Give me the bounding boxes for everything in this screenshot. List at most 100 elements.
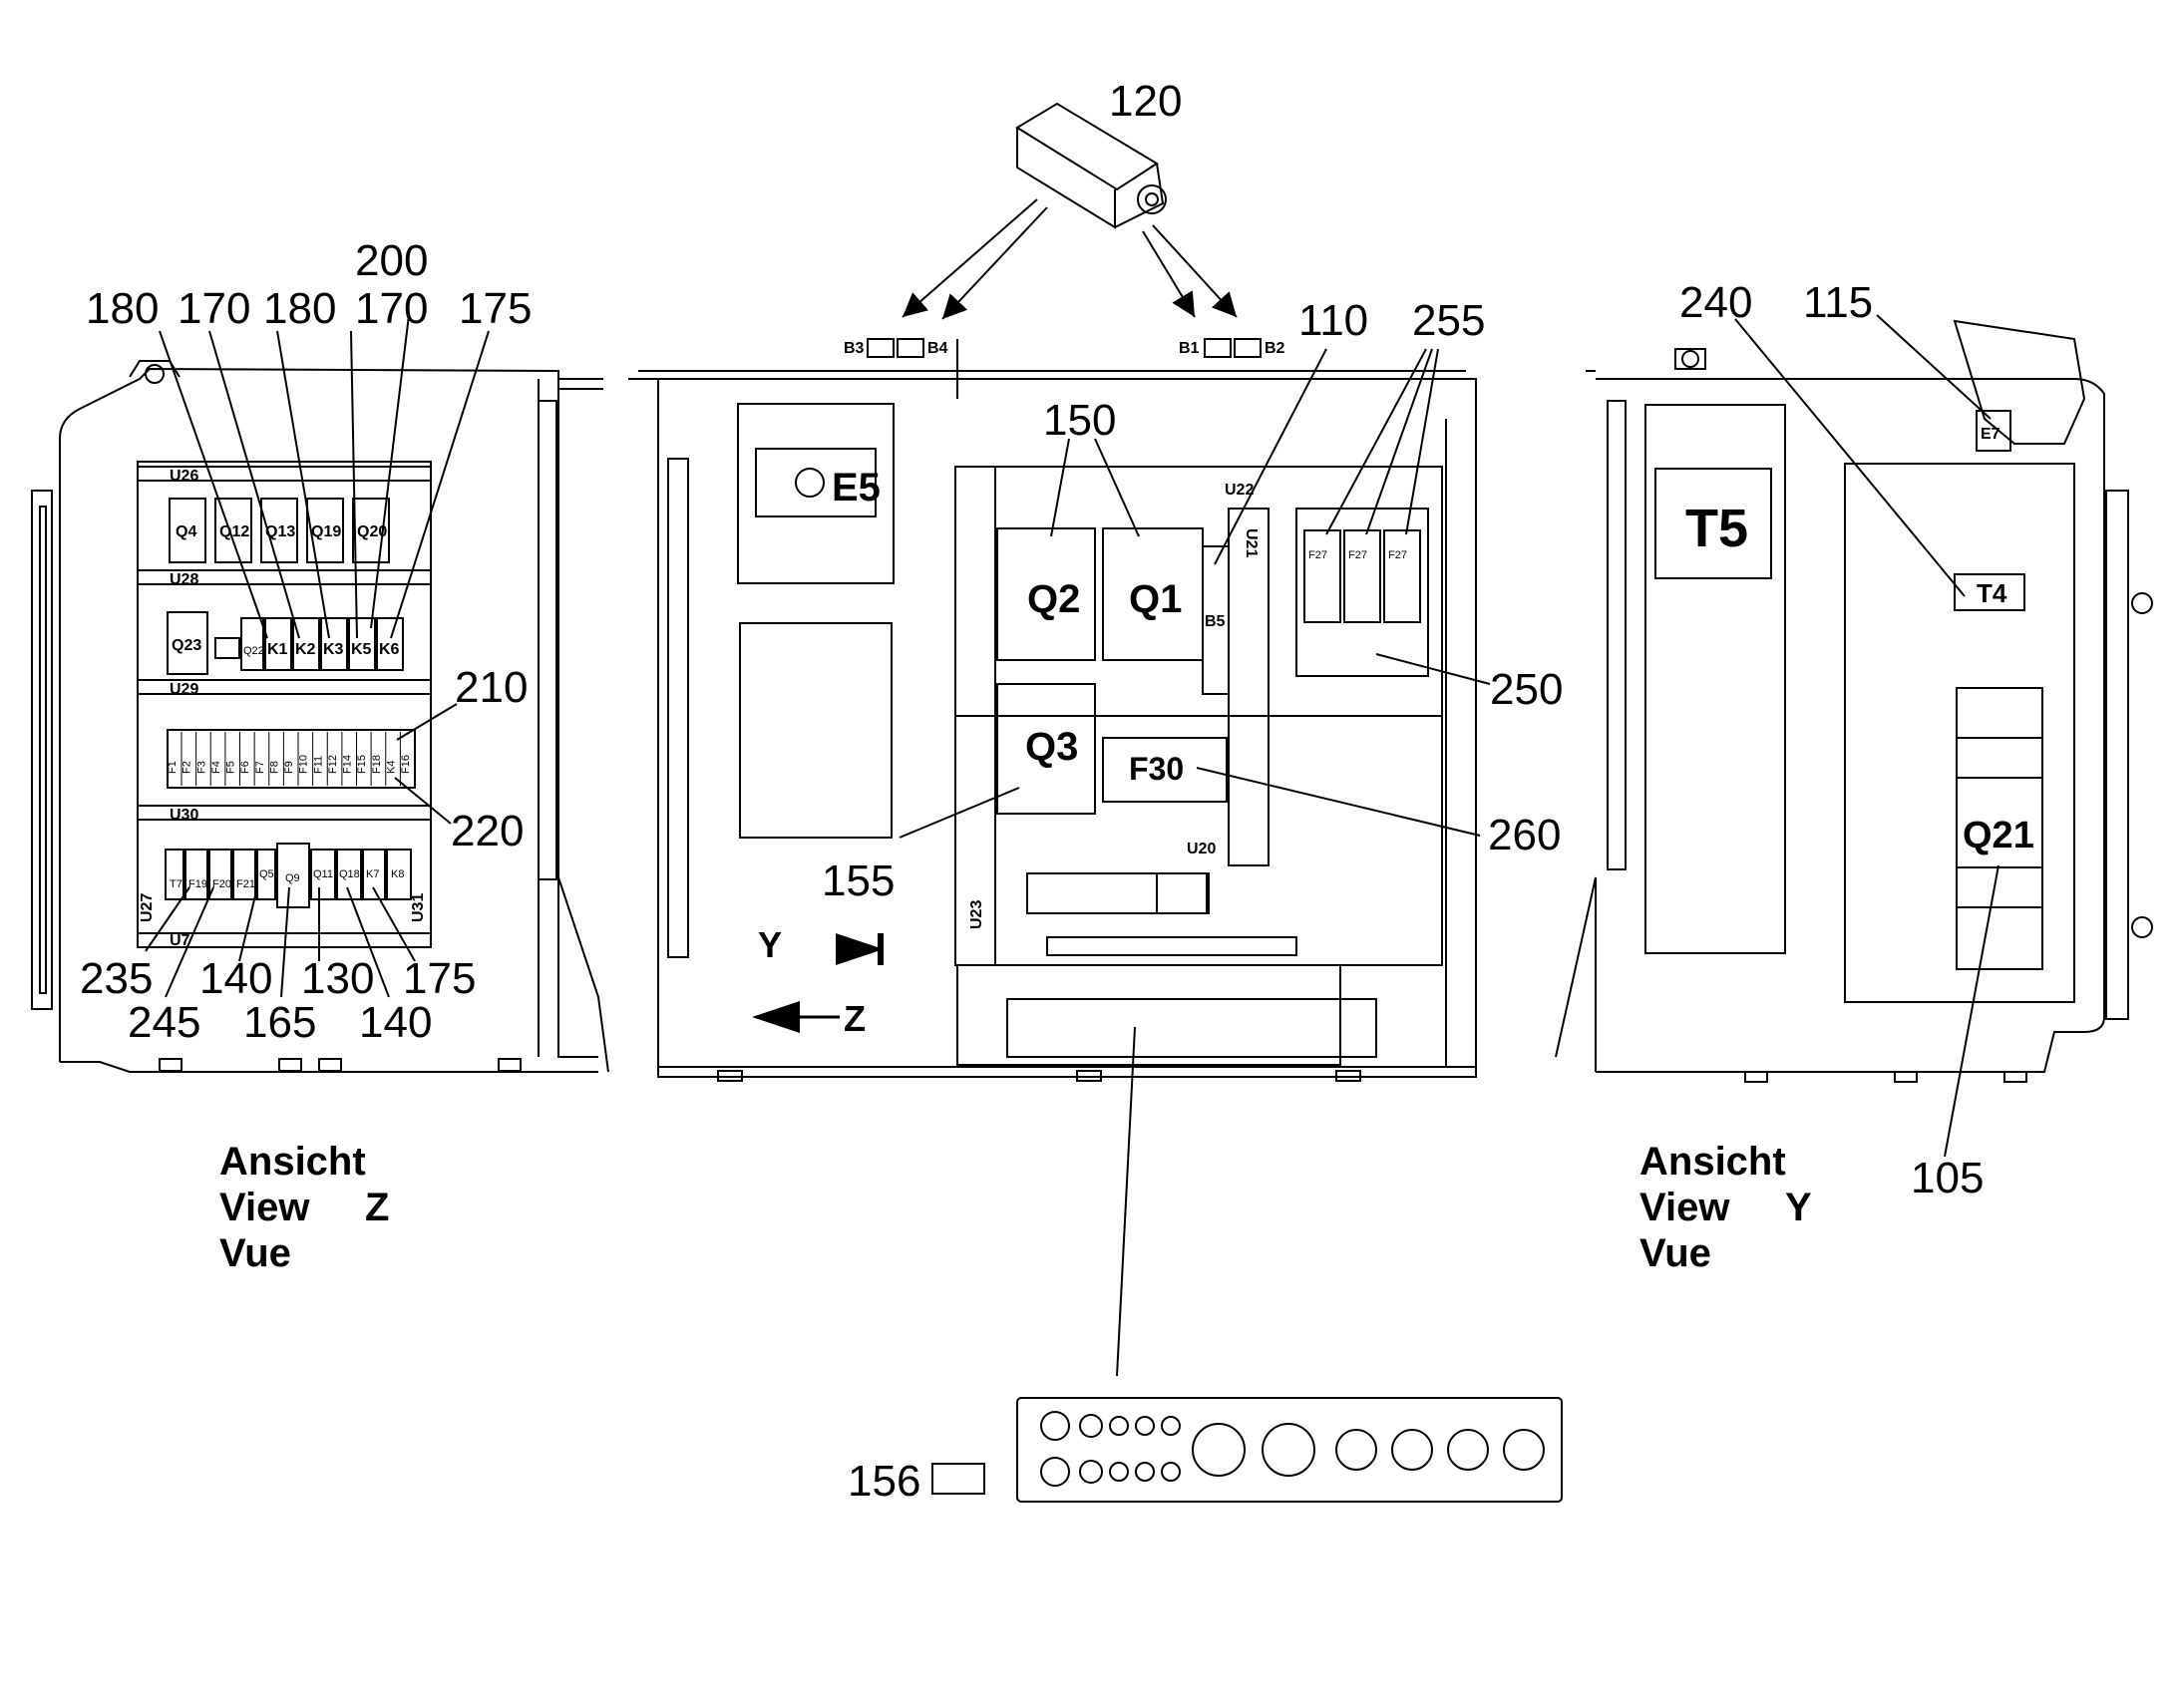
f30-label: F30 <box>1129 751 1184 787</box>
callout-210: 210 <box>455 663 528 712</box>
e7-label: E7 <box>1981 426 2000 443</box>
fuse-label: F12 <box>327 755 339 774</box>
view-caption-line: Ansicht <box>1639 1140 1786 1184</box>
fuse-label: F27 <box>1348 549 1367 561</box>
q2-label: Q2 <box>1027 577 1080 621</box>
module-label: Q11 <box>313 868 333 880</box>
module-label: F20 <box>212 878 231 890</box>
fuse-label: F7 <box>254 761 266 774</box>
leader-lines <box>145 198 1999 1377</box>
view-caption-line: View <box>1639 1186 1730 1229</box>
module-label: F21 <box>236 878 255 890</box>
callout-165: 165 <box>243 998 316 1047</box>
callout-180: 180 <box>263 284 336 333</box>
fuse-label: F4 <box>210 761 222 774</box>
fuse-label: F11 <box>312 756 324 774</box>
module-label: F19 <box>188 878 207 890</box>
view-caption-left: Ansicht View Vue Z <box>219 1140 389 1275</box>
fuse-label: F27 <box>1388 549 1407 561</box>
rail-label: U28 <box>170 571 198 588</box>
q21-label: Q21 <box>1963 815 2034 856</box>
module-label: K5 <box>351 641 372 658</box>
callout-170: 170 <box>355 284 428 333</box>
rail-label: U7 <box>170 932 190 949</box>
fuse-label: F27 <box>1308 549 1327 561</box>
callout-220: 220 <box>451 807 524 855</box>
module-label: K1 <box>267 641 288 658</box>
fuse-label: F18 <box>371 755 383 774</box>
callout-250: 250 <box>1490 665 1563 714</box>
fuse-label: F14 <box>342 755 354 774</box>
fuse-label: F15 <box>356 755 368 774</box>
rail-label: U20 <box>1187 841 1216 857</box>
module-label: Q20 <box>357 523 387 540</box>
callout-175: 175 <box>403 954 476 1003</box>
fuse-label: F5 <box>225 761 237 774</box>
callout-120: 120 <box>1109 77 1182 126</box>
q1-label: Q1 <box>1129 577 1182 621</box>
module-label: K6 <box>379 641 400 658</box>
callout-130: 130 <box>301 954 374 1003</box>
callout-245: 245 <box>128 998 200 1047</box>
left-panel-labels: U26 U28 U29 U30 U27 U7 U31 Q4 Q12 Q13 Q1… <box>139 468 427 949</box>
arrow-z-label: Z <box>844 998 866 1039</box>
rail-label: U29 <box>170 681 198 698</box>
sensor-label: B1 <box>1179 340 1200 357</box>
right-cabinet <box>1555 319 2153 1083</box>
callout-105: 105 <box>1911 1154 1984 1202</box>
module-label: Q19 <box>311 523 341 540</box>
rail-label: U26 <box>170 468 198 485</box>
module-label: Q18 <box>339 868 360 880</box>
fuse-label: K4 <box>385 761 397 774</box>
view-arrows <box>752 933 884 1033</box>
fuse-label: F8 <box>268 761 280 774</box>
module-label: Q4 <box>176 523 196 540</box>
module-label: Q13 <box>265 523 295 540</box>
fuse-label: F6 <box>239 761 251 774</box>
rail-label: U30 <box>170 807 198 824</box>
view-letter: Y <box>1785 1186 1812 1229</box>
sensor-label: B3 <box>844 340 865 357</box>
t5-label: T5 <box>1685 499 1748 558</box>
fuse-label: F16 <box>400 755 412 774</box>
callout-156: 156 <box>848 1457 920 1506</box>
view-caption-line: Vue <box>219 1231 291 1275</box>
callout-110: 110 <box>1298 296 1368 345</box>
view-caption-line: Ansicht <box>219 1140 366 1184</box>
module-label: K3 <box>323 641 344 658</box>
module-label: K2 <box>295 641 316 658</box>
fuse-label: F10 <box>298 755 310 774</box>
b5-label: B5 <box>1205 613 1226 630</box>
e5-label: E5 <box>832 466 881 510</box>
module-label: Q23 <box>172 637 201 654</box>
module-label: K7 <box>366 868 379 880</box>
arrow-y-label: Y <box>758 924 782 965</box>
rail-label: U22 <box>1225 482 1254 499</box>
module-label: K8 <box>391 868 404 880</box>
callout-240: 240 <box>1679 278 1752 327</box>
callout-150: 150 <box>1043 396 1116 445</box>
module-label: Q12 <box>219 523 249 540</box>
callouts: 120 200 180 170 180 170 175 210 220 235 … <box>80 77 1984 1506</box>
module-label: Q9 <box>285 872 300 884</box>
callout-155: 155 <box>822 856 895 905</box>
callout-260: 260 <box>1488 811 1561 859</box>
view-caption-line: View <box>219 1186 310 1229</box>
callout-180: 180 <box>86 284 159 333</box>
rail-label: U21 <box>1243 528 1260 557</box>
fuse-label: F2 <box>182 761 193 774</box>
module-label: T7 <box>170 878 182 890</box>
q3-label: Q3 <box>1025 725 1078 769</box>
gland-plate <box>931 1397 1563 1503</box>
callout-140: 140 <box>359 998 432 1047</box>
sensor-label: B2 <box>1265 340 1285 357</box>
callout-255: 255 <box>1412 296 1485 345</box>
center-cabinet <box>628 102 1477 1082</box>
callout-115: 115 <box>1803 278 1873 327</box>
rail-label: U23 <box>968 900 985 929</box>
callout-235: 235 <box>80 954 153 1003</box>
fuse-label: F1 <box>167 761 179 774</box>
right-panel-labels: T5 T4 E7 Q21 <box>1685 426 2034 856</box>
